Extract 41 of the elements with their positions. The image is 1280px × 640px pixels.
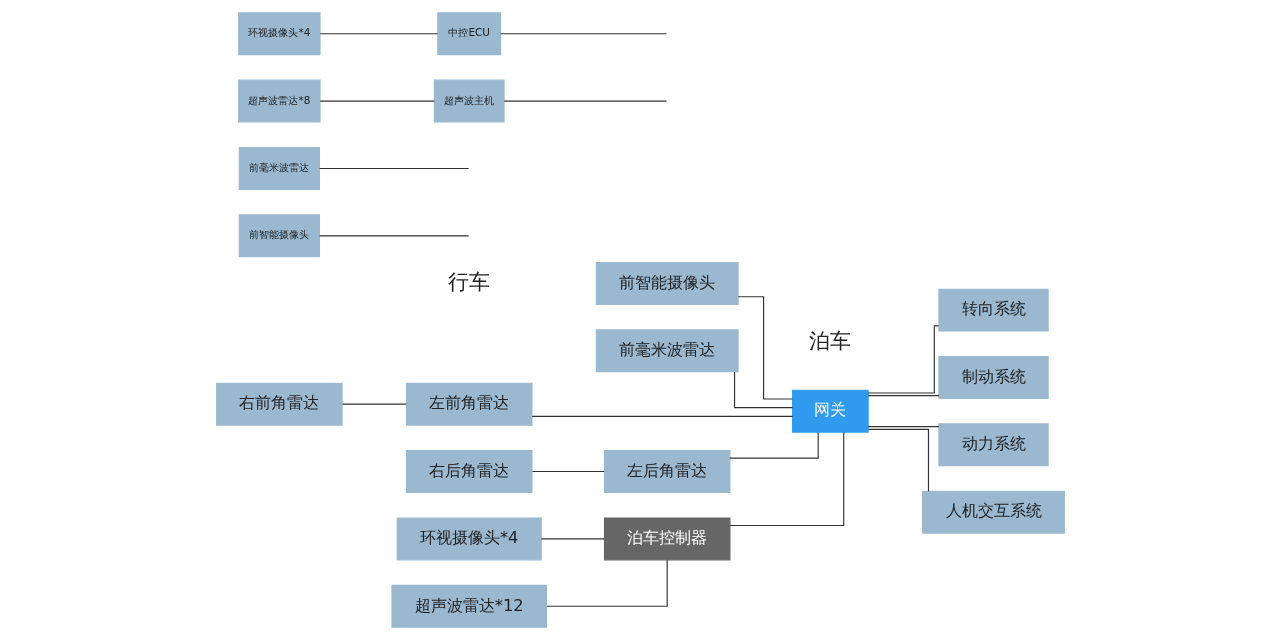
node-box: 前智能摄像头 <box>238 214 320 258</box>
connector <box>737 296 793 400</box>
node-box: 人机交互系统 <box>921 490 1065 534</box>
connector <box>499 33 667 35</box>
node-box: 动力系统 <box>937 423 1049 467</box>
node-box: 超声波雷达*12 <box>390 584 547 628</box>
connector <box>318 235 469 237</box>
connector <box>867 428 929 492</box>
connector <box>540 538 605 540</box>
connector <box>319 33 438 35</box>
node-box: 右前角雷达 <box>215 382 343 426</box>
node-box: 网关 <box>791 389 869 433</box>
connector <box>319 100 435 102</box>
node-box: 右后角雷达 <box>405 450 532 494</box>
connector <box>728 431 819 459</box>
node-box: 左后角雷达 <box>603 450 730 494</box>
node-box: 超声波主机 <box>433 79 505 123</box>
node-box: 中控ECU <box>436 12 501 56</box>
label: 泊车 <box>808 328 851 353</box>
connector <box>728 431 844 527</box>
connector <box>503 100 667 102</box>
node-box: 制动系统 <box>937 356 1049 399</box>
label: 行车 <box>447 269 490 294</box>
connector <box>531 470 605 473</box>
connector <box>733 371 793 409</box>
connector <box>318 167 469 170</box>
node-box: 环视摄像头*4 <box>396 517 542 561</box>
connector <box>867 426 939 428</box>
node-box: 前毫米波雷达 <box>595 329 739 373</box>
node-box: 前毫米波雷达 <box>238 146 320 190</box>
connector <box>341 403 407 405</box>
connector <box>867 395 939 397</box>
node-box: 前智能摄像头 <box>595 261 739 305</box>
node-box: 超声波雷达*8 <box>237 79 321 123</box>
node-box: 转向系统 <box>937 288 1049 332</box>
connector <box>531 415 793 417</box>
node-box: 环视摄像头*4 <box>237 12 321 56</box>
connector <box>545 559 668 607</box>
node-box: 左前角雷达 <box>405 382 532 426</box>
connector <box>867 325 939 394</box>
node-box: 泊车控制器 <box>603 517 730 561</box>
